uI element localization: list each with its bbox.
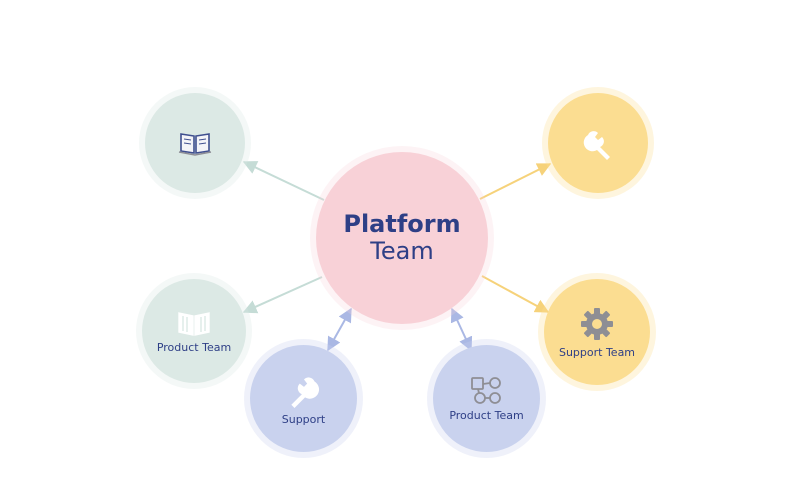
link-hub-to-mid-left [242,276,323,314]
node-support-team-right[interactable]: Support Team [544,279,650,385]
node-label: Support [281,413,326,426]
open-book-icon [177,309,211,337]
link-hub-to-mid-right [481,275,550,313]
node-upper-right[interactable] [548,93,648,193]
hub-node-platform-team[interactable]: Platform Team [316,152,488,324]
node-support[interactable]: Support [250,345,357,452]
link-hub-to-upper-left [242,161,325,201]
node-label: Product Team [449,409,524,422]
node-product-team-left[interactable]: Product Team [142,279,246,383]
link-hub-to-upper-right [479,163,552,200]
node-label: Support Team [558,345,636,359]
hub-title-line2: Team [370,237,434,265]
book-icon [178,130,212,156]
node-upper-left[interactable] [145,93,245,193]
workflow-icon [470,375,504,405]
node-label: Product Team [156,340,232,354]
hub-title-line1: Platform [343,210,461,238]
link-hub-bottom-left [327,307,352,352]
link-hub-bottom-right [450,307,473,352]
wrench-icon [580,125,616,161]
wrench-icon [285,371,323,409]
node-product-team-right[interactable]: Product Team [433,345,540,452]
gear-icon [579,306,615,342]
